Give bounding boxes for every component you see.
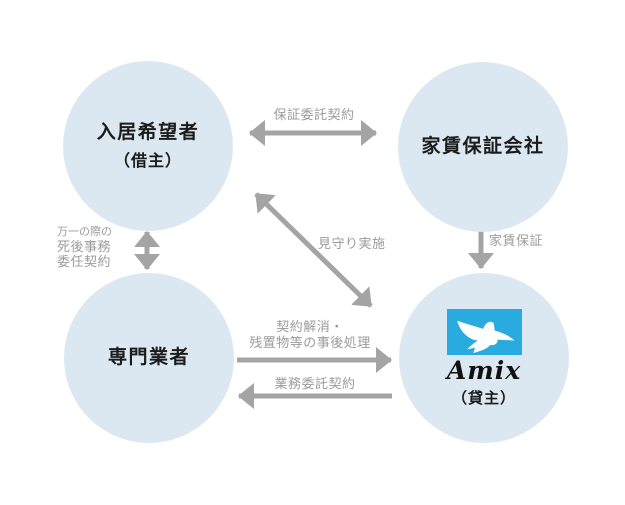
tenant-label: 入居希望者 [96, 121, 200, 143]
landlord-brand-name: Amix [446, 355, 522, 385]
node-guarantee-company: 家賃保証会社 [398, 62, 568, 232]
label-business-consignment: 業務委託契約 [274, 376, 356, 391]
label-posthumous-line3: 委任契約 [57, 254, 112, 269]
label-rent-guarantee: 家賃保証 [489, 233, 544, 248]
node-specialist: 専門業者 [64, 273, 234, 443]
guarantee-company-label: 家賃保証会社 [421, 136, 545, 157]
label-posthumous-contract: 万一の際の 死後事務 委任契約 [57, 226, 112, 269]
tenant-sublabel: （借主） [113, 152, 182, 170]
label-posthumous-line1: 万一の際の [57, 226, 112, 238]
label-guarantee-consignment: 保証委託契約 [273, 107, 355, 122]
label-contract-termination: 契約解消・ 残置物等の事後処理 [228, 319, 392, 351]
specialist-label: 専門業者 [107, 347, 190, 368]
bird-icon [457, 320, 515, 353]
landlord-sublabel: （貸主） [451, 389, 516, 407]
label-contract-termination-line2: 残置物等の事後処理 [249, 335, 371, 350]
label-monitoring: 見守り実施 [318, 236, 386, 251]
arrow-monitoring [254, 192, 373, 308]
label-posthumous-line2: 死後事務 [57, 239, 112, 254]
amix-logo [446, 308, 522, 355]
label-contract-termination-line1: 契約解消・ [276, 319, 344, 334]
node-tenant: 入居希望者 （借主） [63, 61, 233, 231]
node-landlord: Amix （貸主） [399, 273, 569, 443]
